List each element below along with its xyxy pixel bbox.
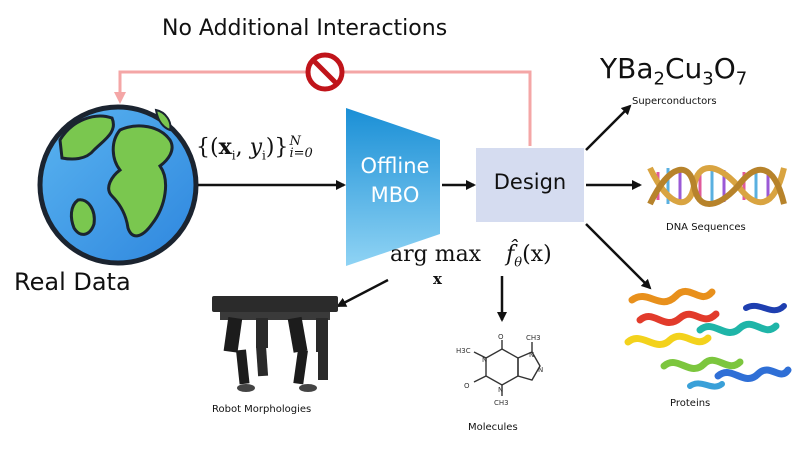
proteins-label: Proteins — [670, 398, 711, 409]
dna-label: DNA Sequences — [666, 222, 746, 233]
dataset-x-index: i — [231, 148, 236, 163]
superconductors-label: Superconductors — [632, 96, 717, 107]
dna-icon — [647, 165, 787, 207]
argmax-subscript: x — [433, 270, 442, 288]
objective-theta: θ — [514, 255, 523, 271]
atom-label: CH3 — [494, 399, 509, 407]
dataset-x: x — [218, 134, 232, 160]
atom-label: N — [498, 386, 503, 394]
argmax-text: arg max — [390, 242, 482, 267]
diagram-title: No Additional Interactions — [162, 16, 448, 41]
formula-subscript: 2 — [653, 68, 665, 90]
formula-part: O — [713, 52, 736, 85]
atom-label: O — [498, 333, 504, 341]
no-entry-icon — [305, 52, 345, 92]
design-box — [476, 148, 584, 222]
dataset-comma: , — [235, 135, 250, 160]
formula-subscript: 3 — [702, 68, 714, 90]
globe-icon — [37, 104, 199, 266]
superconductor-formula: YBa2Cu3O7 — [600, 52, 747, 90]
atom-label: N — [529, 351, 534, 359]
arrow-robots — [336, 278, 389, 308]
formula-part: YBa — [600, 52, 654, 85]
atom-label: N — [538, 366, 543, 374]
molecule-icon — [473, 340, 541, 396]
dataset-y: y — [249, 135, 262, 160]
real-data-label: Real Data — [14, 268, 131, 296]
dataset-y-index: i — [262, 148, 266, 163]
arrow-superconductors — [585, 104, 632, 151]
molecules-label: Molecules — [468, 422, 518, 433]
dataset-open: {( — [196, 135, 219, 160]
atom-label: CH3 — [526, 334, 541, 342]
protein-icon — [624, 287, 792, 390]
offline-mbo-line2: MBO — [370, 183, 420, 207]
dataset-sub: i=0 — [289, 146, 313, 161]
objective-expression: arg max f̂θ(x) — [390, 242, 552, 270]
design-label: Design — [493, 170, 567, 194]
objective-fhat: f̂ — [506, 242, 515, 267]
offline-mbo-label: Offline MBO — [355, 152, 435, 210]
formula-subscript: 7 — [735, 68, 748, 90]
dataset-sup: N — [289, 134, 301, 149]
objective-arg: (x) — [522, 242, 552, 267]
dataset-close: )} — [265, 135, 289, 160]
atom-label: H3C — [456, 347, 471, 355]
offline-mbo-line1: Offline — [360, 154, 430, 178]
molecule-atom-labels: H3C CH3 CH3 O O N N N N — [456, 333, 543, 407]
atom-label: O — [464, 382, 470, 390]
atom-label: N — [482, 356, 487, 364]
robots-label: Robot Morphologies — [212, 404, 312, 415]
formula-part: Cu — [664, 52, 703, 85]
offline-mbo-block — [346, 108, 440, 266]
arrow-proteins — [585, 223, 652, 290]
robot-icon — [212, 296, 338, 392]
